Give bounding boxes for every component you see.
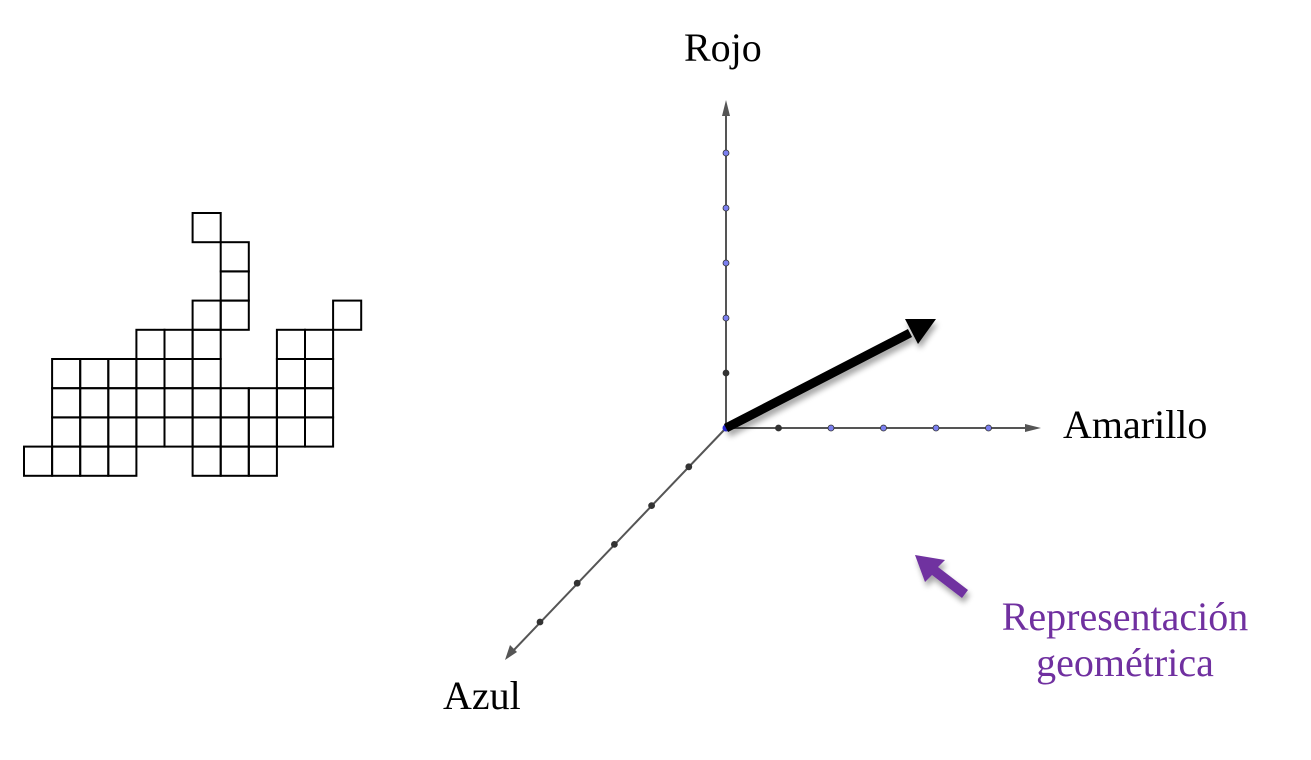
- grid-square: [107, 387, 138, 419]
- grid-square: [332, 299, 363, 331]
- amarillo-tick-point: [880, 424, 887, 432]
- grid-square: [275, 387, 306, 419]
- grid-square: [191, 328, 222, 360]
- grid-square: [79, 445, 110, 477]
- rojo-tick-point: [722, 204, 730, 212]
- grid-square: [247, 387, 278, 419]
- amarillo-tick-point: [985, 424, 992, 432]
- azul-axis-line: [511, 427, 727, 653]
- grid-square: [163, 416, 194, 448]
- caption-line-1: Representación: [1001, 594, 1249, 639]
- 3d-axes: [505, 100, 1041, 660]
- grid-square: [219, 241, 250, 273]
- grid-square: [107, 416, 138, 448]
- grid-square: [51, 416, 82, 448]
- azul-tick-point: [536, 618, 544, 626]
- grid-square: [51, 358, 82, 390]
- grid-square: [304, 358, 335, 390]
- amarillo-tick-point: [932, 424, 940, 432]
- grid-square: [219, 416, 250, 448]
- caption-line-2: geométrica: [1036, 640, 1214, 685]
- azul-axis-arrowhead: [505, 645, 517, 660]
- square-grid-figure: [23, 212, 363, 477]
- grid-square: [79, 358, 110, 390]
- grid-square: [304, 387, 335, 419]
- grid-square: [275, 328, 306, 360]
- grid-square: [135, 328, 166, 360]
- grid-square: [219, 270, 250, 302]
- caption-geometric-representation: Representación geométrica: [975, 594, 1275, 686]
- azul-tick-point: [685, 463, 693, 471]
- rojo-tick-point: [722, 369, 730, 377]
- purple-pointer-arrow-icon: [915, 555, 968, 598]
- grid-square: [79, 416, 110, 448]
- grid-square: [191, 358, 222, 390]
- grid-square: [247, 416, 278, 448]
- amarillo-axis-label: Amarillo: [1063, 402, 1208, 447]
- grid-square: [275, 358, 306, 390]
- grid-square: [51, 445, 82, 477]
- grid-square: [247, 445, 278, 477]
- grid-square: [219, 445, 250, 477]
- grid-square: [107, 358, 138, 390]
- grid-square: [163, 328, 194, 360]
- grid-square: [23, 445, 54, 477]
- grid-square: [135, 358, 166, 390]
- grid-square: [219, 299, 250, 331]
- grid-square: [191, 299, 222, 331]
- rojo-axis-arrowhead: [722, 100, 730, 116]
- rojo-tick-point: [722, 259, 730, 267]
- amarillo-tick-point: [827, 424, 835, 432]
- grid-square: [191, 445, 222, 477]
- grid-square: [191, 387, 222, 419]
- grid-square: [191, 212, 222, 244]
- grid-square: [163, 358, 194, 390]
- grid-square: [275, 416, 306, 448]
- amarillo-axis-arrowhead: [1025, 424, 1041, 432]
- azul-tick-point: [611, 541, 618, 548]
- grid-square: [79, 387, 110, 419]
- grid-square: [135, 387, 166, 419]
- grid-square: [304, 328, 335, 360]
- azul-tick-point: [573, 579, 581, 587]
- grid-square: [219, 387, 250, 419]
- color-vector-arrow: [723, 319, 936, 432]
- grid-square: [191, 416, 222, 448]
- amarillo-tick-point: [775, 424, 782, 432]
- azul-axis-label: Azul: [443, 673, 521, 718]
- grid-square: [304, 416, 335, 448]
- azul-tick-point: [648, 502, 655, 510]
- rojo-tick-point: [722, 314, 730, 322]
- grid-square: [135, 416, 166, 448]
- rojo-tick-point: [722, 149, 730, 157]
- grid-square: [107, 445, 138, 477]
- rojo-axis-label: Rojo: [684, 25, 762, 70]
- grid-square: [51, 387, 82, 419]
- grid-square: [163, 387, 194, 419]
